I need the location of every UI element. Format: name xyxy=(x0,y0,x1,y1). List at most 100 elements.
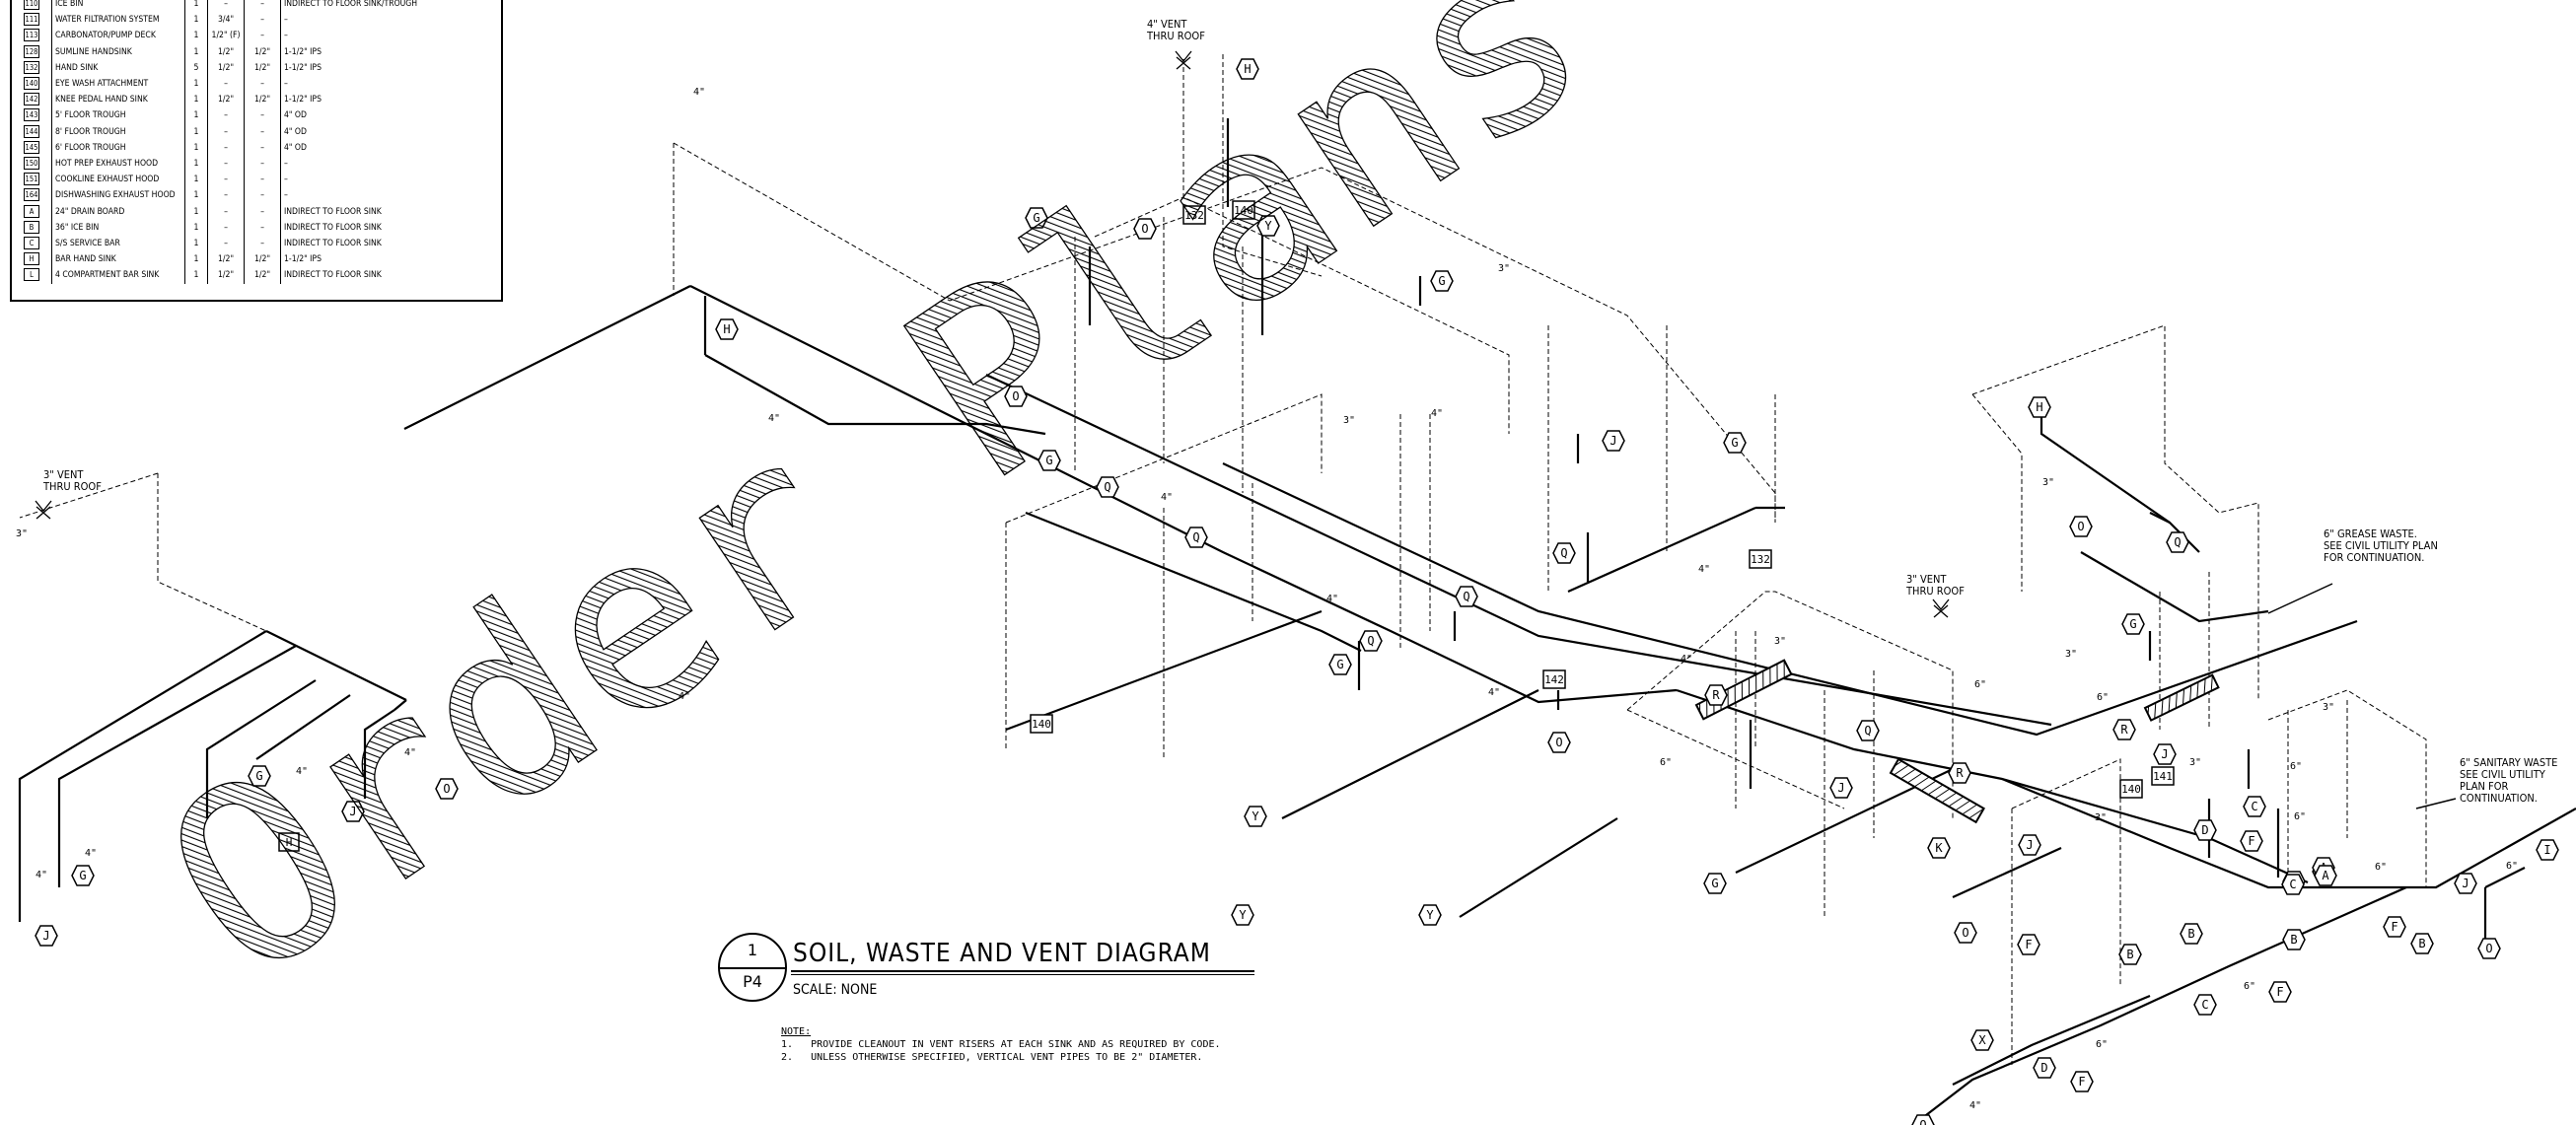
fixture-hot-cell: 1/2" xyxy=(244,92,281,108)
fixture-tag: F xyxy=(2383,916,2406,938)
detail-number: 1 xyxy=(747,941,758,959)
svg-text:6": 6" xyxy=(2506,861,2518,872)
svg-text:J: J xyxy=(2462,877,2469,890)
svg-text:F: F xyxy=(2276,985,2283,999)
fixture-name-cell: KNEE PEDAL HAND SINK xyxy=(51,92,185,108)
fixture-tag: O xyxy=(2477,938,2501,959)
fixture-tag: J xyxy=(1829,777,1853,799)
svg-text:132: 132 xyxy=(1184,209,1204,222)
equipment-tags: 132 140 132 142 140 140 141 H xyxy=(278,200,2175,852)
fixture-hot-cell: 1/2" xyxy=(244,267,281,284)
fixture-qty-cell: 1 xyxy=(184,123,208,140)
svg-text:G: G xyxy=(2129,617,2136,631)
equipment-tag: 141 xyxy=(2151,766,2175,786)
detail-bubble: 1 P4 xyxy=(718,933,787,1002)
equipment-tag: 140 xyxy=(1030,714,1053,734)
fixture-name-cell: HAND SINK xyxy=(51,59,185,77)
fixture-tag: F xyxy=(2017,934,2040,955)
svg-text:O: O xyxy=(2077,520,2084,533)
fixture-tag: B xyxy=(2118,944,2142,965)
fixture-tag: O xyxy=(1133,218,1157,240)
fixture-tag: C xyxy=(2193,994,2217,1016)
drawing-scale: SCALE: NONE xyxy=(793,982,878,998)
fixture-qty-cell: 1 xyxy=(184,12,208,29)
fixture-name-cell: COOKLINE EXHAUST HOOD xyxy=(51,172,185,188)
fixture-tag: G xyxy=(1025,207,1048,229)
svg-text:6": 6" xyxy=(2375,862,2387,873)
fixture-cold-cell: 1/2" xyxy=(207,43,245,60)
equipment-tag: 142 xyxy=(1542,669,1566,689)
svg-text:J: J xyxy=(349,805,356,818)
fixture-remarks-cell: 4" OD xyxy=(284,110,307,121)
fixture-tag: I xyxy=(2536,839,2559,861)
fixture-name-cell: 24" DRAIN BOARD xyxy=(51,203,185,220)
fixture-tag: G xyxy=(1328,654,1352,675)
fixture-remarks-cell: 1-1/2" IPS xyxy=(284,62,322,73)
general-notes: NOTE: 1. PROVIDE CLEANOUT IN VENT RISERS… xyxy=(781,1025,1221,1064)
svg-text:4": 4" xyxy=(1431,408,1443,419)
fixture-tag: F xyxy=(2240,830,2263,852)
fixture-hot-cell: – xyxy=(244,139,281,157)
svg-text:O: O xyxy=(443,782,450,796)
fixture-tag-box: 143 xyxy=(23,108,40,122)
svg-text:Y: Y xyxy=(1264,219,1272,233)
fixture-tag: J xyxy=(2153,743,2177,765)
fixture-hot-cell: – xyxy=(244,187,281,204)
fixture-hot-cell: – xyxy=(244,156,281,173)
fixture-name-cell: WATER FILTRATION SYSTEM xyxy=(51,12,185,29)
fixture-qty-cell: 1 xyxy=(184,107,208,124)
svg-text:Q: Q xyxy=(2174,535,2181,549)
svg-text:J: J xyxy=(42,929,49,943)
svg-text:4": 4" xyxy=(85,848,97,859)
svg-text:O: O xyxy=(1962,926,1968,940)
svg-text:140: 140 xyxy=(1032,718,1051,731)
fixture-tag-cell: L xyxy=(12,267,52,284)
fixture-name-cell: 5' FLOOR TROUGH xyxy=(51,107,185,124)
svg-text:C: C xyxy=(2251,800,2257,813)
fixture-hot-cell: – xyxy=(244,172,281,188)
fixture-tag-box: L xyxy=(24,268,39,282)
fixture-tag: O xyxy=(2069,516,2093,537)
continuation-arrows xyxy=(2267,583,2457,809)
fixture-tag: D xyxy=(2193,819,2217,841)
fixture-cold-cell: 1/2" xyxy=(207,267,245,284)
vent-thru-roof-label-top: 4" VENT THRU ROOF xyxy=(1147,18,1205,42)
svg-text:3": 3" xyxy=(16,528,28,539)
fixture-tag: R xyxy=(1948,762,1971,784)
fixture-cold-cell: – xyxy=(207,76,245,93)
fixture-tag-box: 144 xyxy=(23,124,40,138)
fixture-tag: C xyxy=(2281,874,2305,895)
fixture-tag: H xyxy=(715,318,739,340)
fixture-tag: Q xyxy=(2166,531,2189,553)
fixture-cold-cell: – xyxy=(207,219,245,237)
svg-text:B: B xyxy=(2187,927,2194,941)
sheet-number: P4 xyxy=(743,972,762,991)
fixture-qty-cell: 1 xyxy=(184,0,208,13)
svg-text:F: F xyxy=(2025,938,2032,951)
svg-text:4": 4" xyxy=(1698,564,1710,575)
svg-text:6": 6" xyxy=(2097,692,2109,703)
fixture-tag: J xyxy=(2018,834,2041,856)
fixture-tag-box: A xyxy=(24,204,39,218)
fixture-tag: O xyxy=(1911,1114,1935,1125)
svg-text:O: O xyxy=(1919,1118,1926,1125)
fixture-tag: G xyxy=(1703,873,1727,894)
svg-text:3": 3" xyxy=(2042,477,2054,488)
svg-text:3": 3" xyxy=(2323,702,2334,713)
fixture-tag: Y xyxy=(1256,215,1280,237)
fixture-cold-cell: – xyxy=(207,0,245,13)
fixture-remarks-cell: INDIRECT TO FLOOR SINK/TROUGH xyxy=(284,0,418,9)
fixture-tag-cell: 150 xyxy=(12,156,52,173)
fixture-tag-box: C xyxy=(24,237,39,250)
fixture-tag: H xyxy=(1236,58,1259,80)
note-item: 1. PROVIDE CLEANOUT IN VENT RISERS AT EA… xyxy=(781,1039,1221,1050)
fixture-tag-box: 110 xyxy=(23,0,40,10)
detail-bubble-divider xyxy=(720,967,785,969)
svg-text:4": 4" xyxy=(296,766,308,777)
svg-text:142: 142 xyxy=(1544,673,1564,686)
